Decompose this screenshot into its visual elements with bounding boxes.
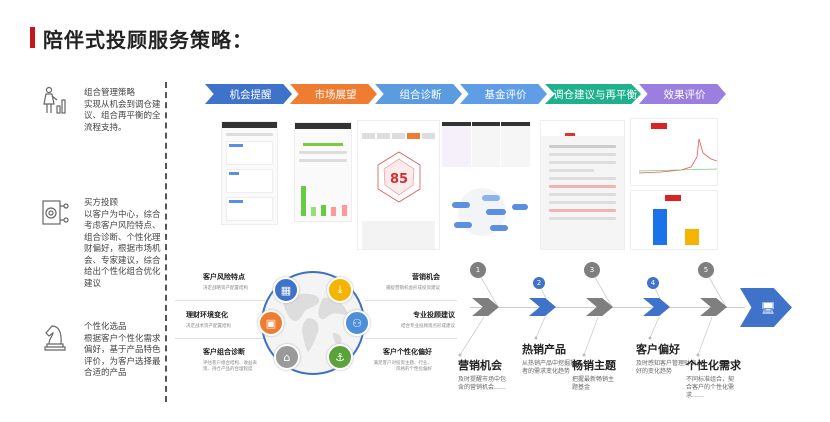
screenshot-diagnosis: 85 (357, 120, 440, 250)
fishbone-item: 客户偏好及时感知客户管理财偏好的变化趋势 (636, 343, 697, 375)
left-item-portfolio: 组合管理策略实现从机会到调仓建议、组合再平衡的全流程支持。 (84, 88, 161, 133)
connector-line (365, 338, 457, 339)
connector-line (175, 338, 265, 339)
fishbone-bones (458, 271, 727, 357)
title-accent-bar (30, 27, 35, 48)
download-icon: ⤓ (327, 277, 353, 303)
chevron-5 (700, 298, 727, 316)
screenshot-bar-chart (630, 190, 718, 250)
ring-label-right-1: 营销机会捕捉营销机会形成投资建议 (386, 273, 440, 291)
chess-knight-icon (44, 325, 66, 351)
chevron-3 (586, 298, 613, 316)
chevron-4 (643, 298, 670, 316)
fishbone-item: 畅销主题把握最新畅销主题基金 (572, 359, 616, 391)
fishbone-item: 热销产品从热销产品中挖掘投资者的需求变化趋势 (522, 343, 583, 375)
calendar-icon: ▦ (273, 277, 299, 303)
target-document-icon (42, 200, 69, 225)
step-number: 5 (698, 262, 714, 278)
divider-dashed (165, 82, 167, 402)
screenshot-rebalance (540, 120, 625, 250)
step-number: 1 (470, 262, 486, 278)
screenshot-return-chart (630, 118, 718, 186)
anchor-icon: ⚓ (327, 344, 353, 370)
connector-line (365, 300, 457, 301)
step-number: 4 (647, 277, 659, 289)
chevron-1 (472, 298, 499, 316)
page-title: 陪伴式投顾服务策略： (43, 28, 253, 52)
presenter-chart-icon (43, 86, 66, 114)
left-item-advisory: 买方投顾以客户为中心，综合考虑客户风险特点、组合诊断、个性化理财偏好，根据市场机… (84, 198, 161, 289)
step-number: 3 (584, 262, 600, 278)
presentation-icon: ▣ (258, 310, 284, 336)
bank-icon: ⌂ (274, 344, 300, 370)
fishbone-item: 个性化需求不同标准组合，契合客户的个性化需求…… (686, 359, 741, 399)
chevron-2 (529, 298, 556, 316)
process-step: 市场展望 (290, 84, 377, 104)
fishbone-item: 营销机会及时提醒市场中包含的营销机会…… (458, 359, 507, 391)
ring-label-right-3: 客户个性化偏好满足客户对投资主题、行业、风格的个性化偏好 (373, 348, 433, 372)
process-step: 效果评价 (639, 84, 726, 104)
network-icon: ⚇ (344, 310, 370, 336)
process-step: 基金评价 (460, 84, 547, 104)
process-step: 调仓建议与再平衡 (545, 84, 641, 104)
ring-label-right-2: 专业投顾建议结合专业投顾观点形成建议 (401, 311, 455, 329)
ring-label-left-1: 客户风险特点决定战略资产配置结构 (203, 273, 248, 291)
screenshot-market (294, 122, 352, 222)
score-value: 85 (390, 172, 408, 187)
process-bar: 机会提醒 市场展望 组合诊断 基金评价 调仓建议与再平衡 效果评价 (205, 84, 726, 104)
ring-label-left-3: 客户组合诊断评估客户组合结构、收益表现、持仓产品的合理程度 (203, 348, 257, 372)
process-step: 组合诊断 (375, 84, 462, 104)
screenshot-fund-eval (442, 122, 530, 250)
ring-label-left-2: 理财环境变化决定战术资产配置结构 (186, 311, 231, 329)
connector-line (175, 300, 265, 301)
left-item-selection: 个性化选品根据客户个性化需求偏好，基于产品特色评价，为客户选择最合适的产品 (84, 322, 161, 378)
step-number: 2 (533, 277, 545, 289)
process-step: 机会提醒 (205, 84, 292, 104)
screenshot-opportunity (221, 121, 278, 225)
